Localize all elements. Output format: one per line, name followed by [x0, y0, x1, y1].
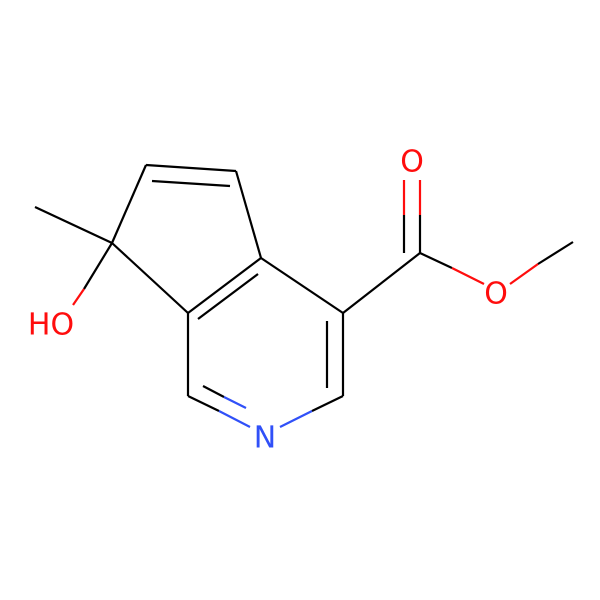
bond-c4a-c7a-inner [197, 273, 259, 320]
bond-layer [34, 163, 574, 428]
bond-c1-n-inner-carbon-half [202, 385, 225, 398]
bond-c4-carbonyl-carbon [342, 252, 421, 314]
bond-carbonyl-ester-o-oxygen-half [451, 267, 485, 285]
hydroxyl-label: HO [28, 308, 74, 343]
bond-c4a-c7a-outer [187, 257, 262, 314]
bond-ester-o-methyl-oxygen-half [509, 263, 539, 285]
bond-c5-c4a [234, 170, 263, 259]
nitrogen-label: N [254, 421, 276, 456]
bond-carbonyl-ester-o-carbon-half [419, 252, 453, 269]
bond-c7-methyl [34, 206, 113, 244]
bond-c1-n-inner-nitrogen-half [223, 396, 247, 409]
bond-c7-c6 [110, 164, 148, 244]
ester-oxygen-label: O [484, 277, 508, 312]
bond-c7-c7a [111, 242, 189, 314]
bond-ester-o-methyl-carbon-half [537, 241, 574, 265]
bond-c1-n-carbon-half [187, 395, 220, 412]
carbonyl-oxygen-label: O [400, 145, 424, 180]
bond-n-c3-carbon-half [311, 395, 344, 412]
bond-c6-c5-inner [151, 179, 231, 188]
bond-n-c3-nitrogen-half [279, 410, 313, 428]
atom-label-layer: HO N O O [28, 145, 508, 456]
bond-c6-c5-outer [145, 163, 237, 173]
bond-c7-oxygen-oxygen-half [72, 288, 85, 306]
bond-c1-n-nitrogen-half [218, 410, 251, 428]
bond-c4-c4a [260, 257, 344, 314]
bond-c7-oxygen-carbon-half [83, 242, 113, 290]
